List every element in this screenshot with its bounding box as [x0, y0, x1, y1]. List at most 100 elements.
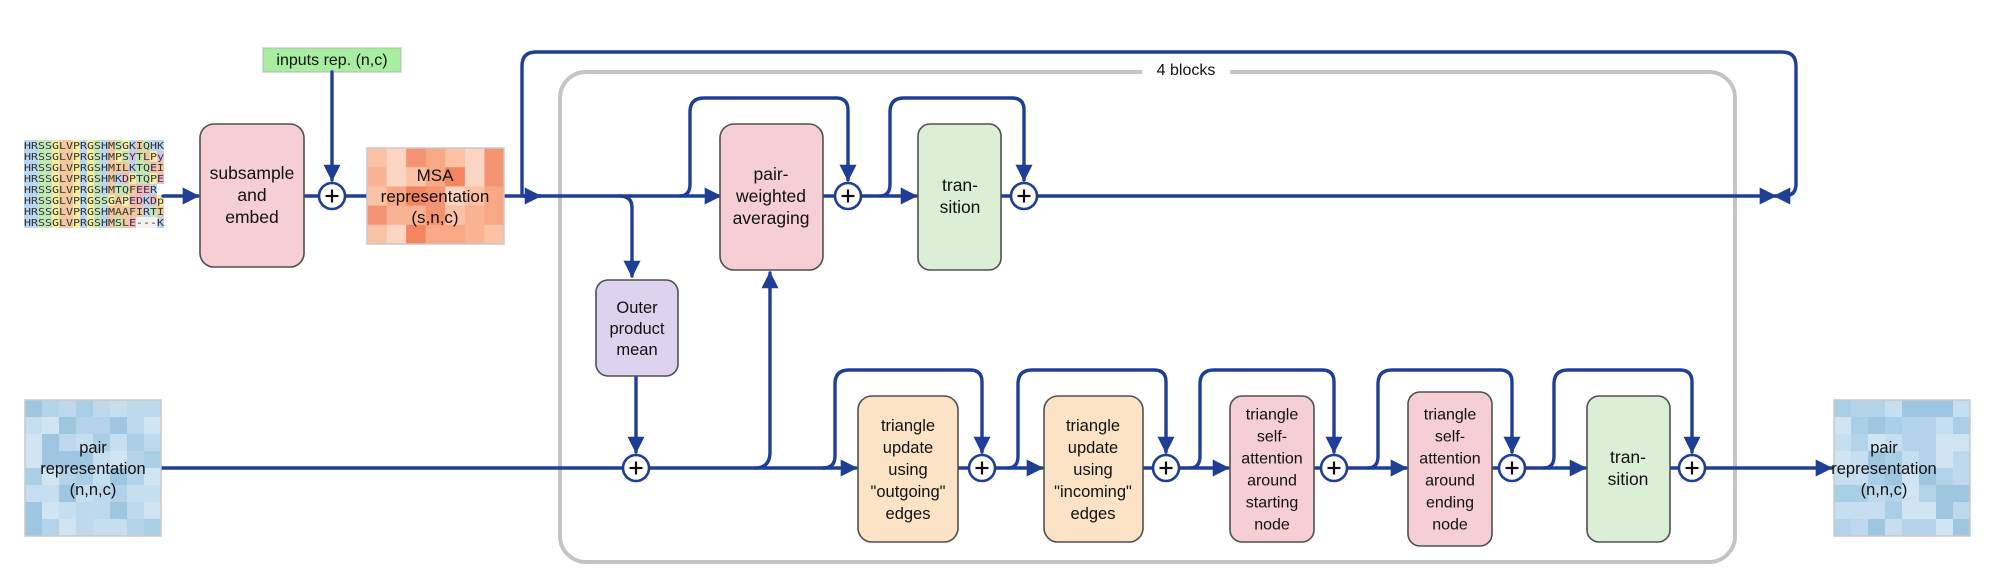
pair-rep-in-label-line: (n,n,c) [70, 481, 117, 499]
transition-top-label-line: tran- [942, 175, 978, 195]
outer-product-label: Outer product mean [609, 299, 664, 359]
subsample-label-line: and [237, 185, 266, 205]
pair-representation-input-box [24, 399, 162, 537]
transition-bottom-box [1586, 395, 1671, 543]
wire-msa-skip-2 [878, 96, 1033, 198]
pair-weighted-label-line: averaging [733, 208, 810, 228]
plus-pair-5-node [1677, 453, 1707, 483]
plus-msa-1-node [833, 181, 863, 211]
block-repeat-loop [520, 50, 1798, 205]
pair-rep-in-label-line: pair [79, 439, 107, 457]
tri-att-start-label-line: node [1254, 517, 1290, 534]
tri-out-label-line: update [883, 439, 933, 457]
tri-att-end-label: triangle self-attention around ending node [1419, 407, 1480, 534]
tri-att-end-label-line: triangle [1424, 407, 1477, 424]
wire-pair-skip-2 [1006, 368, 1175, 470]
tri-in-label-line: triangle [1066, 417, 1120, 435]
msa-sequence-row: HRSSGLVPRGSHMAAFIRTI [24, 207, 164, 218]
msa-sequence-row: HRSSGLVPRGSHMSLE---K [24, 218, 164, 229]
triangle-attention-starting-box [1229, 395, 1315, 543]
msa-rep-label-line: (s,n,c) [411, 208, 458, 227]
pair-rep-in-label-line: representation [40, 460, 146, 478]
msa-rep-label-line: representation [381, 187, 490, 206]
transition-bottom-label: tran-sition [1608, 447, 1649, 489]
pair-rep-out-label-line: pair [1870, 439, 1898, 457]
plus-pair-1-node [967, 453, 997, 483]
tri-att-end-label-line: self- [1435, 429, 1465, 446]
tri-out-label: triangle update using "outgoing" edges [870, 417, 945, 523]
plus-pair-4-node [1497, 453, 1527, 483]
subsample-label-line: embed [225, 207, 279, 227]
tri-out-label-line: using [888, 461, 927, 479]
tri-out-label-line: edges [886, 505, 931, 523]
tri-att-start-label-line: attention [1241, 451, 1302, 468]
msa-sequence-row: HRSSGLVPRGSHMSGKIQHK [24, 141, 164, 152]
tri-in-label-line: using [1073, 461, 1112, 479]
outer-product-label-line: mean [616, 341, 657, 359]
tri-out-label-line: "outgoing" [870, 483, 945, 501]
transition-top-box [917, 123, 1002, 271]
transition-bottom-label-line: sition [1608, 469, 1649, 489]
wire-pair-skip-3 [1188, 368, 1343, 470]
wire-pair-skip-5 [1542, 368, 1701, 470]
pair-weighted-label-line: weighted [735, 186, 806, 206]
wire-msa-to-opm [618, 194, 641, 278]
tri-att-start-label-line: around [1247, 473, 1297, 490]
inputs-rep-badge [262, 47, 402, 73]
msa-sequence-row: HRSSGLVPRGSHMPSYTLPy [24, 152, 164, 163]
triangle-update-incoming-box [1043, 395, 1144, 543]
msa-sequence-row: HRSSGLVPRGSHMKDPTQPE [24, 174, 164, 185]
pair-rep-in-label: pair representation (n,n,c) [40, 439, 146, 499]
tri-att-end-label-line: ending [1426, 495, 1474, 512]
transition-top-label: tran-sition [940, 175, 981, 217]
pair-rep-out-label: pair representation (n,n,c) [1831, 439, 1937, 499]
wire-pair-skip-4 [1366, 368, 1521, 470]
wire-pair-skip-1 [821, 368, 991, 470]
tri-out-label-line: triangle [881, 417, 935, 435]
inputs-rep-label: inputs rep. (n,c) [276, 52, 387, 69]
tri-att-start-label-line: triangle [1246, 407, 1299, 424]
plus-pair-opm-node [621, 453, 651, 483]
pair-rep-out-label-line: (n,n,c) [1861, 481, 1908, 499]
wire-msa-skip-1 [678, 96, 857, 198]
tri-att-end-label-line: around [1425, 473, 1475, 490]
msa-alignment-image: HRSSGLVPRGSHMSGKIQHKHRSSGLVPRGSHMPSYTLPy… [24, 140, 164, 229]
msa-sequence-row: HRSSGLVPRGSHMILKTQEI [24, 163, 164, 174]
tri-att-start-label: triangle self-attention around starting node [1241, 407, 1302, 534]
pair-weighted-label-line: pair- [753, 164, 788, 184]
msa-representation-box [366, 147, 505, 245]
subsample-embed-box [199, 123, 305, 268]
transition-top-label-line: sition [940, 197, 981, 217]
outer-product-label-line: product [609, 320, 664, 338]
tri-att-end-label-line: attention [1419, 451, 1480, 468]
msa-rep-label: MSA representation (s,n,c) [381, 166, 490, 227]
tri-att-end-label-line: node [1432, 517, 1468, 534]
pair-weighted-averaging-box [719, 123, 824, 271]
tri-att-start-label-line: self- [1257, 429, 1287, 446]
plus-pair-2-node [1151, 453, 1181, 483]
plus-msa-2-node [1009, 181, 1039, 211]
pair-representation-output-box [1833, 399, 1971, 537]
tri-in-label-line: "incoming" [1054, 483, 1132, 501]
wire-pair-to-pwa [753, 271, 779, 470]
pair-rep-out-label-line: representation [1831, 460, 1937, 478]
msa-sequence-row: HRSSGLVPRGSSGAPEDKDp [24, 196, 164, 207]
triangle-update-outgoing-box [857, 395, 959, 543]
subsample-label-line: subsample [210, 163, 295, 183]
outer-product-mean-box [595, 279, 679, 377]
tri-att-start-label-line: starting [1246, 495, 1298, 512]
tri-in-label-line: update [1068, 439, 1118, 457]
plus-pair-3-node [1319, 453, 1349, 483]
plus-inputs-node [317, 181, 347, 211]
msa-sequence-row: HRSSGLVPRGSHMTQFEER [24, 185, 157, 196]
tri-in-label: triangle update using "incoming" edges [1054, 417, 1132, 523]
triangle-attention-ending-box [1407, 391, 1493, 547]
msa-rep-label-line: MSA [417, 166, 455, 185]
blocks-label: 4 blocks [1157, 62, 1216, 79]
outer-product-label-line: Outer [616, 299, 658, 317]
transition-bottom-label-line: tran- [1610, 447, 1646, 467]
tri-in-label-line: edges [1071, 505, 1116, 523]
